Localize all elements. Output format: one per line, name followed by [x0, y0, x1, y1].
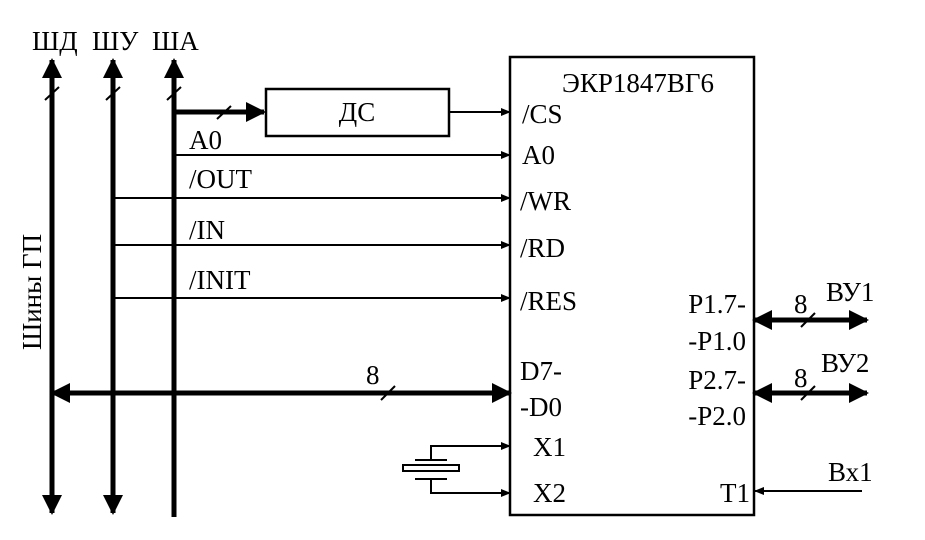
pin-x2: X2: [533, 478, 566, 508]
signal-out: /OUT: [189, 164, 252, 194]
port2-width: 8: [794, 363, 808, 393]
pin-p20: -P2.0: [688, 401, 746, 431]
pin-d0: -D0: [520, 392, 562, 422]
pin-wr: /WR: [520, 186, 571, 216]
data-bus-width: 8: [366, 360, 380, 390]
system-bus-label: Шины ГП: [17, 234, 47, 350]
pin-p10: -P1.0: [688, 326, 746, 356]
pin-cs: /CS: [522, 99, 563, 129]
crystal-resonator-icon: [402, 442, 511, 497]
pin-rd: /RD: [520, 233, 565, 263]
address-bus-label: ША: [152, 26, 199, 56]
pin-res: /RES: [520, 286, 577, 316]
signal-init: /INIT: [189, 265, 251, 295]
input-vx1: Вх1: [828, 457, 873, 487]
output-vu2: ВУ2: [821, 348, 869, 378]
data-bus-label: ШД: [32, 26, 78, 56]
signal-a0: A0: [189, 125, 222, 155]
chip-name: ЭКР1847ВГ6: [562, 68, 714, 98]
port1-width: 8: [794, 289, 808, 319]
control-bus-label: ШУ: [92, 26, 139, 56]
decoder-label: ДС: [339, 97, 375, 127]
pin-a0: A0: [522, 140, 555, 170]
chip-box: [508, 55, 756, 517]
pin-d7: D7-: [520, 356, 562, 386]
signal-in: /IN: [189, 215, 225, 245]
pin-t1: T1: [720, 478, 750, 508]
pin-x1: X1: [533, 432, 566, 462]
pin-p27: P2.7-: [688, 365, 746, 395]
pin-p17: P1.7-: [688, 289, 746, 319]
output-vu1: ВУ1: [826, 277, 874, 307]
